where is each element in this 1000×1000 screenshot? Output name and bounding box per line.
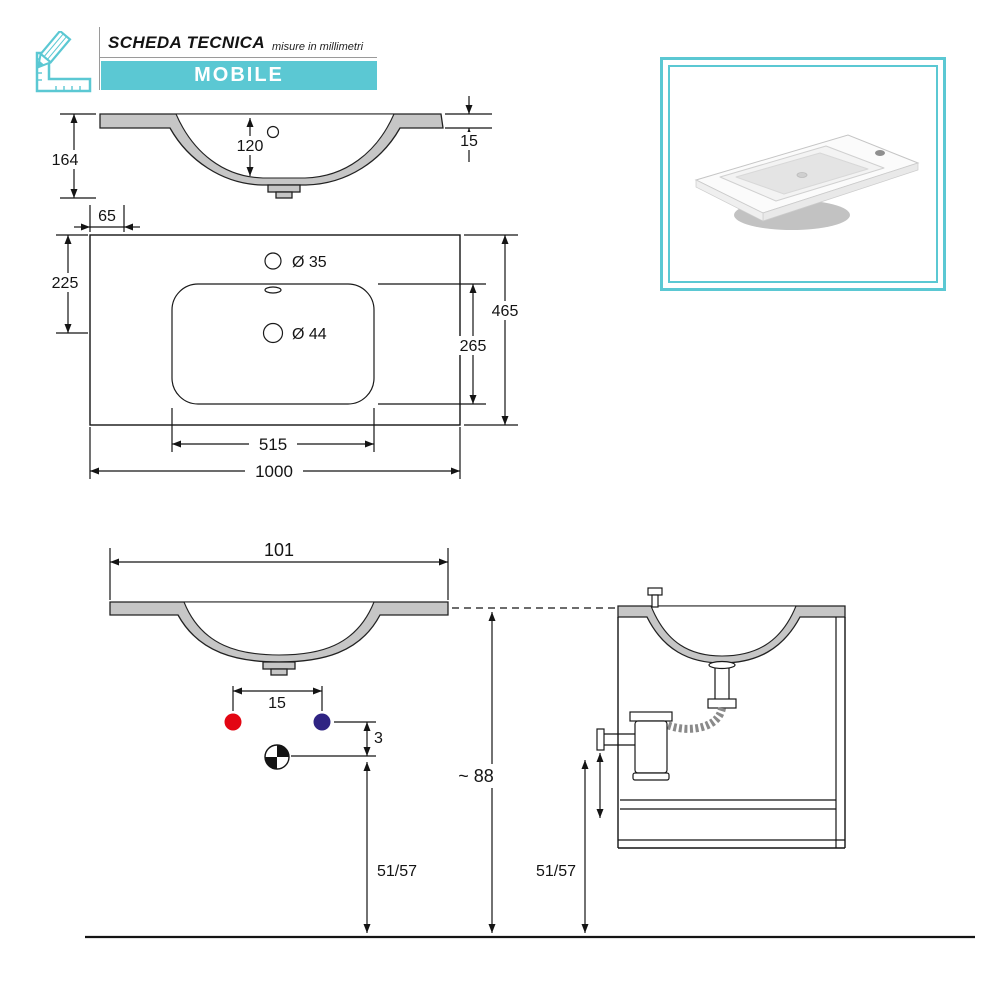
registration-quadrant-sw <box>265 757 277 769</box>
product-photo-inner-frame <box>668 65 938 283</box>
dim-label-101: 101 <box>264 540 294 560</box>
overflow-slot <box>264 286 282 294</box>
basin-cavity-side <box>650 605 797 657</box>
dim-label-5157: 51/57 <box>536 863 576 880</box>
dim-label-bg <box>447 764 507 788</box>
page-subtitle: misure in millimetri <box>272 41 364 53</box>
drain-stub-tip-front <box>270 668 288 676</box>
trap-cap <box>629 711 673 722</box>
dim-label-65: 65 <box>98 208 116 225</box>
side-cabinet-view: 51/57 <box>536 587 846 933</box>
dim-label-bg <box>47 150 85 169</box>
section-view: 164 120 15 65 <box>47 96 492 232</box>
tailpipe-nut <box>707 698 737 709</box>
dim-label-265: 265 <box>460 338 487 355</box>
hot-water-dot <box>224 713 242 731</box>
drain-stub <box>267 184 301 193</box>
dim-label-225: 225 <box>52 275 79 292</box>
product-photo-frame <box>660 57 946 291</box>
dim-3: 3 <box>291 721 383 757</box>
pencil-icon <box>36 31 72 69</box>
dim-label-120: 120 <box>237 138 264 155</box>
dim-465: 465 <box>464 234 527 426</box>
dim-5157-left: 51/57 <box>363 762 417 933</box>
dim-1000: 1000 <box>89 427 461 481</box>
dim-label-515: 515 <box>259 435 287 454</box>
dim-101: 101 <box>109 540 449 600</box>
label-drain-hole: Ø 44 <box>292 326 327 343</box>
drain-flange <box>708 660 736 670</box>
cold-water-dot <box>313 713 331 731</box>
header-divider-horizontal <box>100 57 377 58</box>
drain-hole <box>262 322 284 344</box>
category-banner: MOBILE <box>101 61 377 90</box>
basin-drain-hole <box>796 172 808 178</box>
dim-label-3: 3 <box>374 730 383 747</box>
basin-cavity-front <box>183 601 375 656</box>
dim-label-bg <box>249 433 297 454</box>
dim-120: 120 <box>237 118 280 176</box>
drain-stub-tip <box>275 191 293 199</box>
dim-label-bg <box>44 273 88 292</box>
registration-mark <box>264 744 290 770</box>
basin-outline-top <box>171 283 375 405</box>
dim-88: ~ 88 <box>447 612 507 933</box>
page-title: SCHEDA TECNICA <box>108 33 266 52</box>
bottle-trap-foot <box>632 772 670 781</box>
sink-outline-top <box>89 234 461 426</box>
dim-label-bg <box>453 132 485 150</box>
dim-label-5157: 51/57 <box>377 863 417 880</box>
plumbing <box>596 660 737 781</box>
faucet-hole-section <box>266 125 280 139</box>
ruler-pencil-icon <box>35 31 92 93</box>
dim-label-465: 465 <box>492 303 519 320</box>
faucet-hole <box>264 252 282 270</box>
dim-15-spacing: 15 <box>232 686 323 712</box>
label-faucet-hole: Ø 35 <box>292 254 327 271</box>
dim-label-bg <box>451 336 495 355</box>
dim-65: 65 <box>74 205 140 232</box>
basin-cavity <box>175 113 395 179</box>
dim-label-88: ~ 88 <box>458 766 494 786</box>
dim-label-164: 164 <box>52 152 79 169</box>
drain-stub-front <box>262 661 296 670</box>
dim-label-bg <box>245 460 303 481</box>
dim-265: 265 <box>378 283 495 405</box>
header-divider-vertical <box>99 27 100 90</box>
dim-label-1000: 1000 <box>255 462 293 481</box>
bottle-trap-body <box>634 720 668 774</box>
registration-quadrant-ne <box>277 745 289 757</box>
dim-label-15: 15 <box>268 695 286 712</box>
dim-label-15: 15 <box>460 133 478 150</box>
faucet-side <box>647 587 663 596</box>
dim-15-edge: 15 <box>445 96 492 162</box>
dim-164: 164 <box>47 113 96 199</box>
top-view: Ø 35 Ø 44 225 265 465 <box>44 234 527 481</box>
dim-label-bg <box>483 301 527 320</box>
wall-outlet-flange <box>596 728 605 751</box>
sink-left-edge <box>695 179 764 222</box>
flexible-hose <box>647 706 726 733</box>
faucet-stem-side <box>651 594 659 608</box>
dim-515: 515 <box>171 408 375 454</box>
dim-225: 225 <box>44 234 88 334</box>
sink-product-illustration <box>694 134 920 230</box>
deck-faucet-hole <box>875 150 885 156</box>
dim-5157-right: 51/57 <box>536 760 589 933</box>
front-view: 101 15 3 <box>109 540 616 933</box>
